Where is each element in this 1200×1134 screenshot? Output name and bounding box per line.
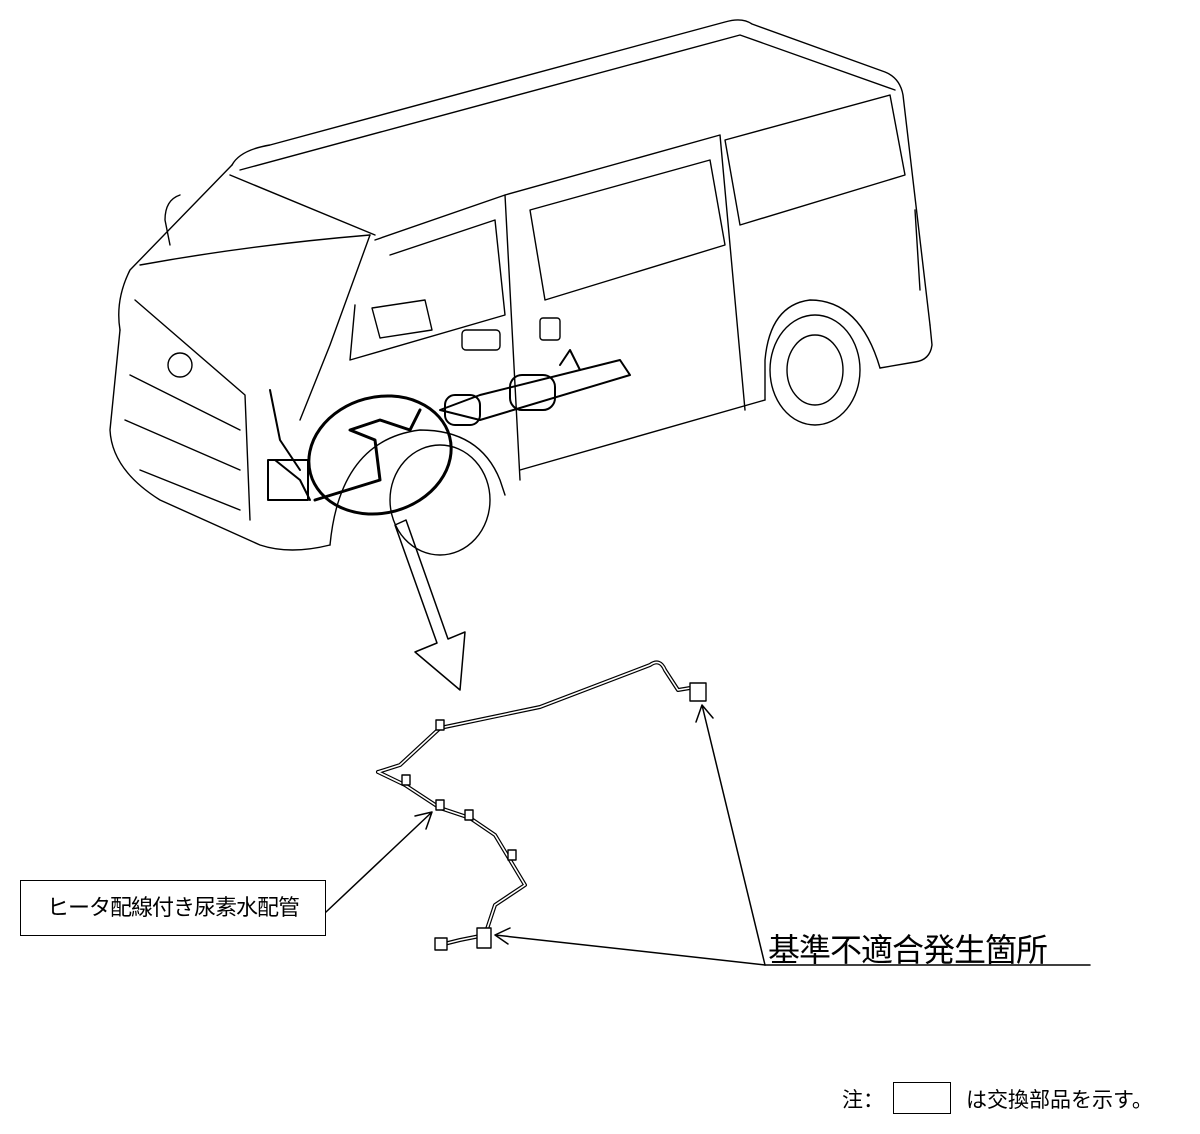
note-text: は交換部品を示す。 [966,1088,1153,1112]
part-name-label: ヒータ配線付き尿素水配管 [20,880,326,936]
van-body [109,19,933,556]
note-prefix: 注： [842,1088,884,1112]
defect-location-label: 基準不適合発生箇所 [768,931,1048,969]
highlight-circle [307,394,453,516]
pipe-clips [401,682,707,951]
connector-lower [476,927,492,949]
urea-pipe-drawing [376,660,692,947]
connector-upper [689,682,707,702]
zoom-arrow [394,519,466,691]
replacement-part-legend-box [893,1082,951,1114]
exhaust-and-pipe-on-van [267,349,631,502]
leader-lines [325,704,1091,966]
